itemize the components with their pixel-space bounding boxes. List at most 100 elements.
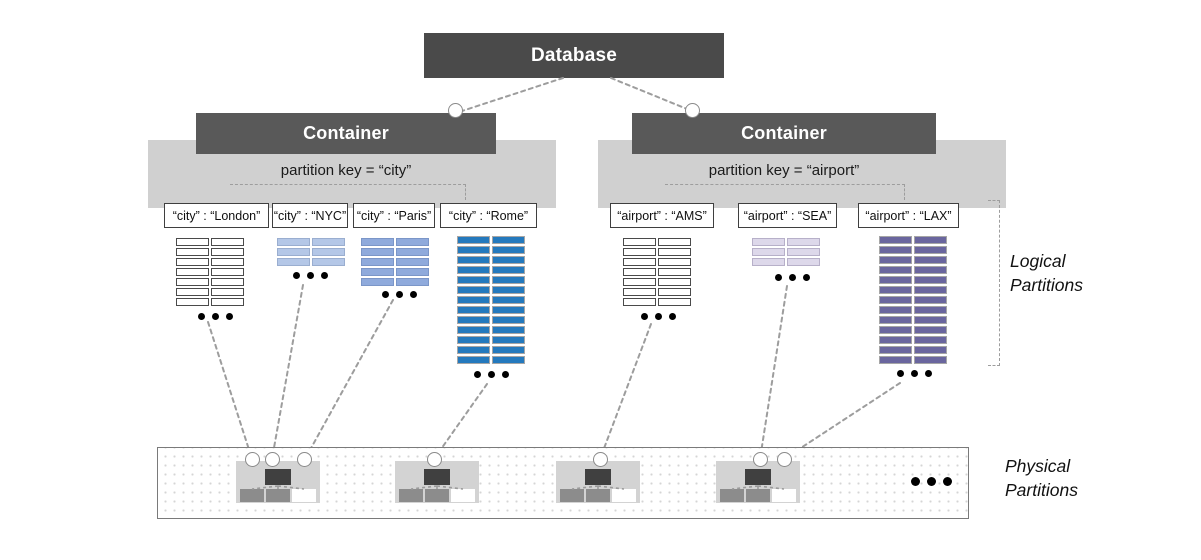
data-cell xyxy=(914,266,947,274)
data-cell xyxy=(492,336,525,344)
data-cell xyxy=(879,256,912,264)
data-row xyxy=(457,316,525,324)
data-row xyxy=(361,238,429,246)
data-cell xyxy=(361,248,394,256)
anchor-circle-pp4-b xyxy=(777,452,792,467)
data-row xyxy=(457,346,525,354)
data-cell xyxy=(176,268,209,276)
partition-chip-london[interactable]: “city” : “London” xyxy=(164,203,269,228)
data-row xyxy=(457,306,525,314)
data-cell xyxy=(914,286,947,294)
data-stack-london xyxy=(176,238,244,306)
data-cell xyxy=(914,306,947,314)
data-cell xyxy=(914,236,947,244)
data-row xyxy=(457,326,525,334)
ellipsis-lax xyxy=(897,370,932,377)
anchor-circle-pp2-a xyxy=(427,452,442,467)
data-row xyxy=(752,238,820,246)
data-row xyxy=(361,268,429,276)
data-cell xyxy=(658,268,691,276)
partition-chip-sea[interactable]: “airport” : “SEA” xyxy=(738,203,837,228)
data-cell xyxy=(277,258,310,266)
data-row xyxy=(879,306,947,314)
data-cell xyxy=(879,266,912,274)
data-row xyxy=(277,238,345,246)
data-cell xyxy=(457,266,490,274)
partition-chip-paris[interactable]: “city” : “Paris” xyxy=(353,203,435,228)
connector-london-to-pp1 xyxy=(207,321,253,460)
anchor-circle-pp3-a xyxy=(593,452,608,467)
data-cell xyxy=(879,296,912,304)
data-cell xyxy=(457,316,490,324)
partition-chip-lax[interactable]: “airport” : “LAX” xyxy=(858,203,959,228)
data-row xyxy=(176,248,244,256)
data-cell xyxy=(277,248,310,256)
data-cell xyxy=(492,296,525,304)
data-row xyxy=(176,298,244,306)
data-cell xyxy=(396,248,429,256)
data-cell xyxy=(457,356,490,364)
replica-leaf-1a xyxy=(240,489,264,502)
data-row xyxy=(623,258,691,266)
connector-paris-to-pp1 xyxy=(304,299,394,460)
data-row xyxy=(277,248,345,256)
data-row xyxy=(879,296,947,304)
physical-partitions-line1: Physical xyxy=(1005,456,1071,476)
data-cell xyxy=(752,248,785,256)
data-cell xyxy=(492,326,525,334)
logical-partitions-label: Logical Partitions xyxy=(1010,250,1190,297)
data-cell xyxy=(457,276,490,284)
data-stack-sea xyxy=(752,238,820,266)
data-cell xyxy=(457,246,490,254)
database-box: Database xyxy=(424,33,724,78)
data-cell xyxy=(914,356,947,364)
data-cell xyxy=(492,236,525,244)
replica-master-2 xyxy=(424,469,450,485)
data-row xyxy=(623,278,691,286)
data-row xyxy=(176,258,244,266)
anchor-circle-container-right xyxy=(685,103,700,118)
data-cell xyxy=(787,248,820,256)
data-cell xyxy=(658,248,691,256)
data-cell xyxy=(914,256,947,264)
logical-partitions-bracket xyxy=(988,200,1000,366)
data-row xyxy=(457,256,525,264)
data-cell xyxy=(914,276,947,284)
data-cell xyxy=(211,288,244,296)
data-cell xyxy=(176,278,209,286)
data-cell xyxy=(879,336,912,344)
connector-database-to-container-right xyxy=(610,77,693,112)
data-row xyxy=(623,288,691,296)
connector-database-to-container-left xyxy=(461,77,564,112)
data-row xyxy=(879,316,947,324)
data-cell xyxy=(879,346,912,354)
data-row xyxy=(176,268,244,276)
data-cell xyxy=(277,238,310,246)
partition-chip-ams[interactable]: “airport” : “AMS” xyxy=(610,203,714,228)
data-cell xyxy=(658,298,691,306)
data-row xyxy=(879,286,947,294)
container-label-left: Container xyxy=(303,123,389,143)
data-cell xyxy=(623,248,656,256)
replica-leaf-1b xyxy=(266,489,290,502)
data-cell xyxy=(211,268,244,276)
data-row xyxy=(457,356,525,364)
data-cell xyxy=(752,238,785,246)
data-cell xyxy=(396,258,429,266)
anchor-circle-container-left xyxy=(448,103,463,118)
data-cell xyxy=(457,256,490,264)
data-row xyxy=(457,266,525,274)
replica-leaf-1c xyxy=(292,489,316,502)
logical-partitions-line1: Logical xyxy=(1010,251,1066,271)
data-row xyxy=(176,278,244,286)
replica-leaf-2b xyxy=(425,489,449,502)
partition-chip-nyc[interactable]: “city” : “NYC” xyxy=(272,203,348,228)
data-cell xyxy=(658,238,691,246)
data-row xyxy=(361,258,429,266)
physical-partitions-label: Physical Partitions xyxy=(1005,455,1195,502)
data-cell xyxy=(879,236,912,244)
data-cell xyxy=(879,276,912,284)
data-row xyxy=(457,246,525,254)
replica-leaf-3b xyxy=(586,489,610,502)
partition-chip-rome[interactable]: “city” : “Rome” xyxy=(440,203,537,228)
